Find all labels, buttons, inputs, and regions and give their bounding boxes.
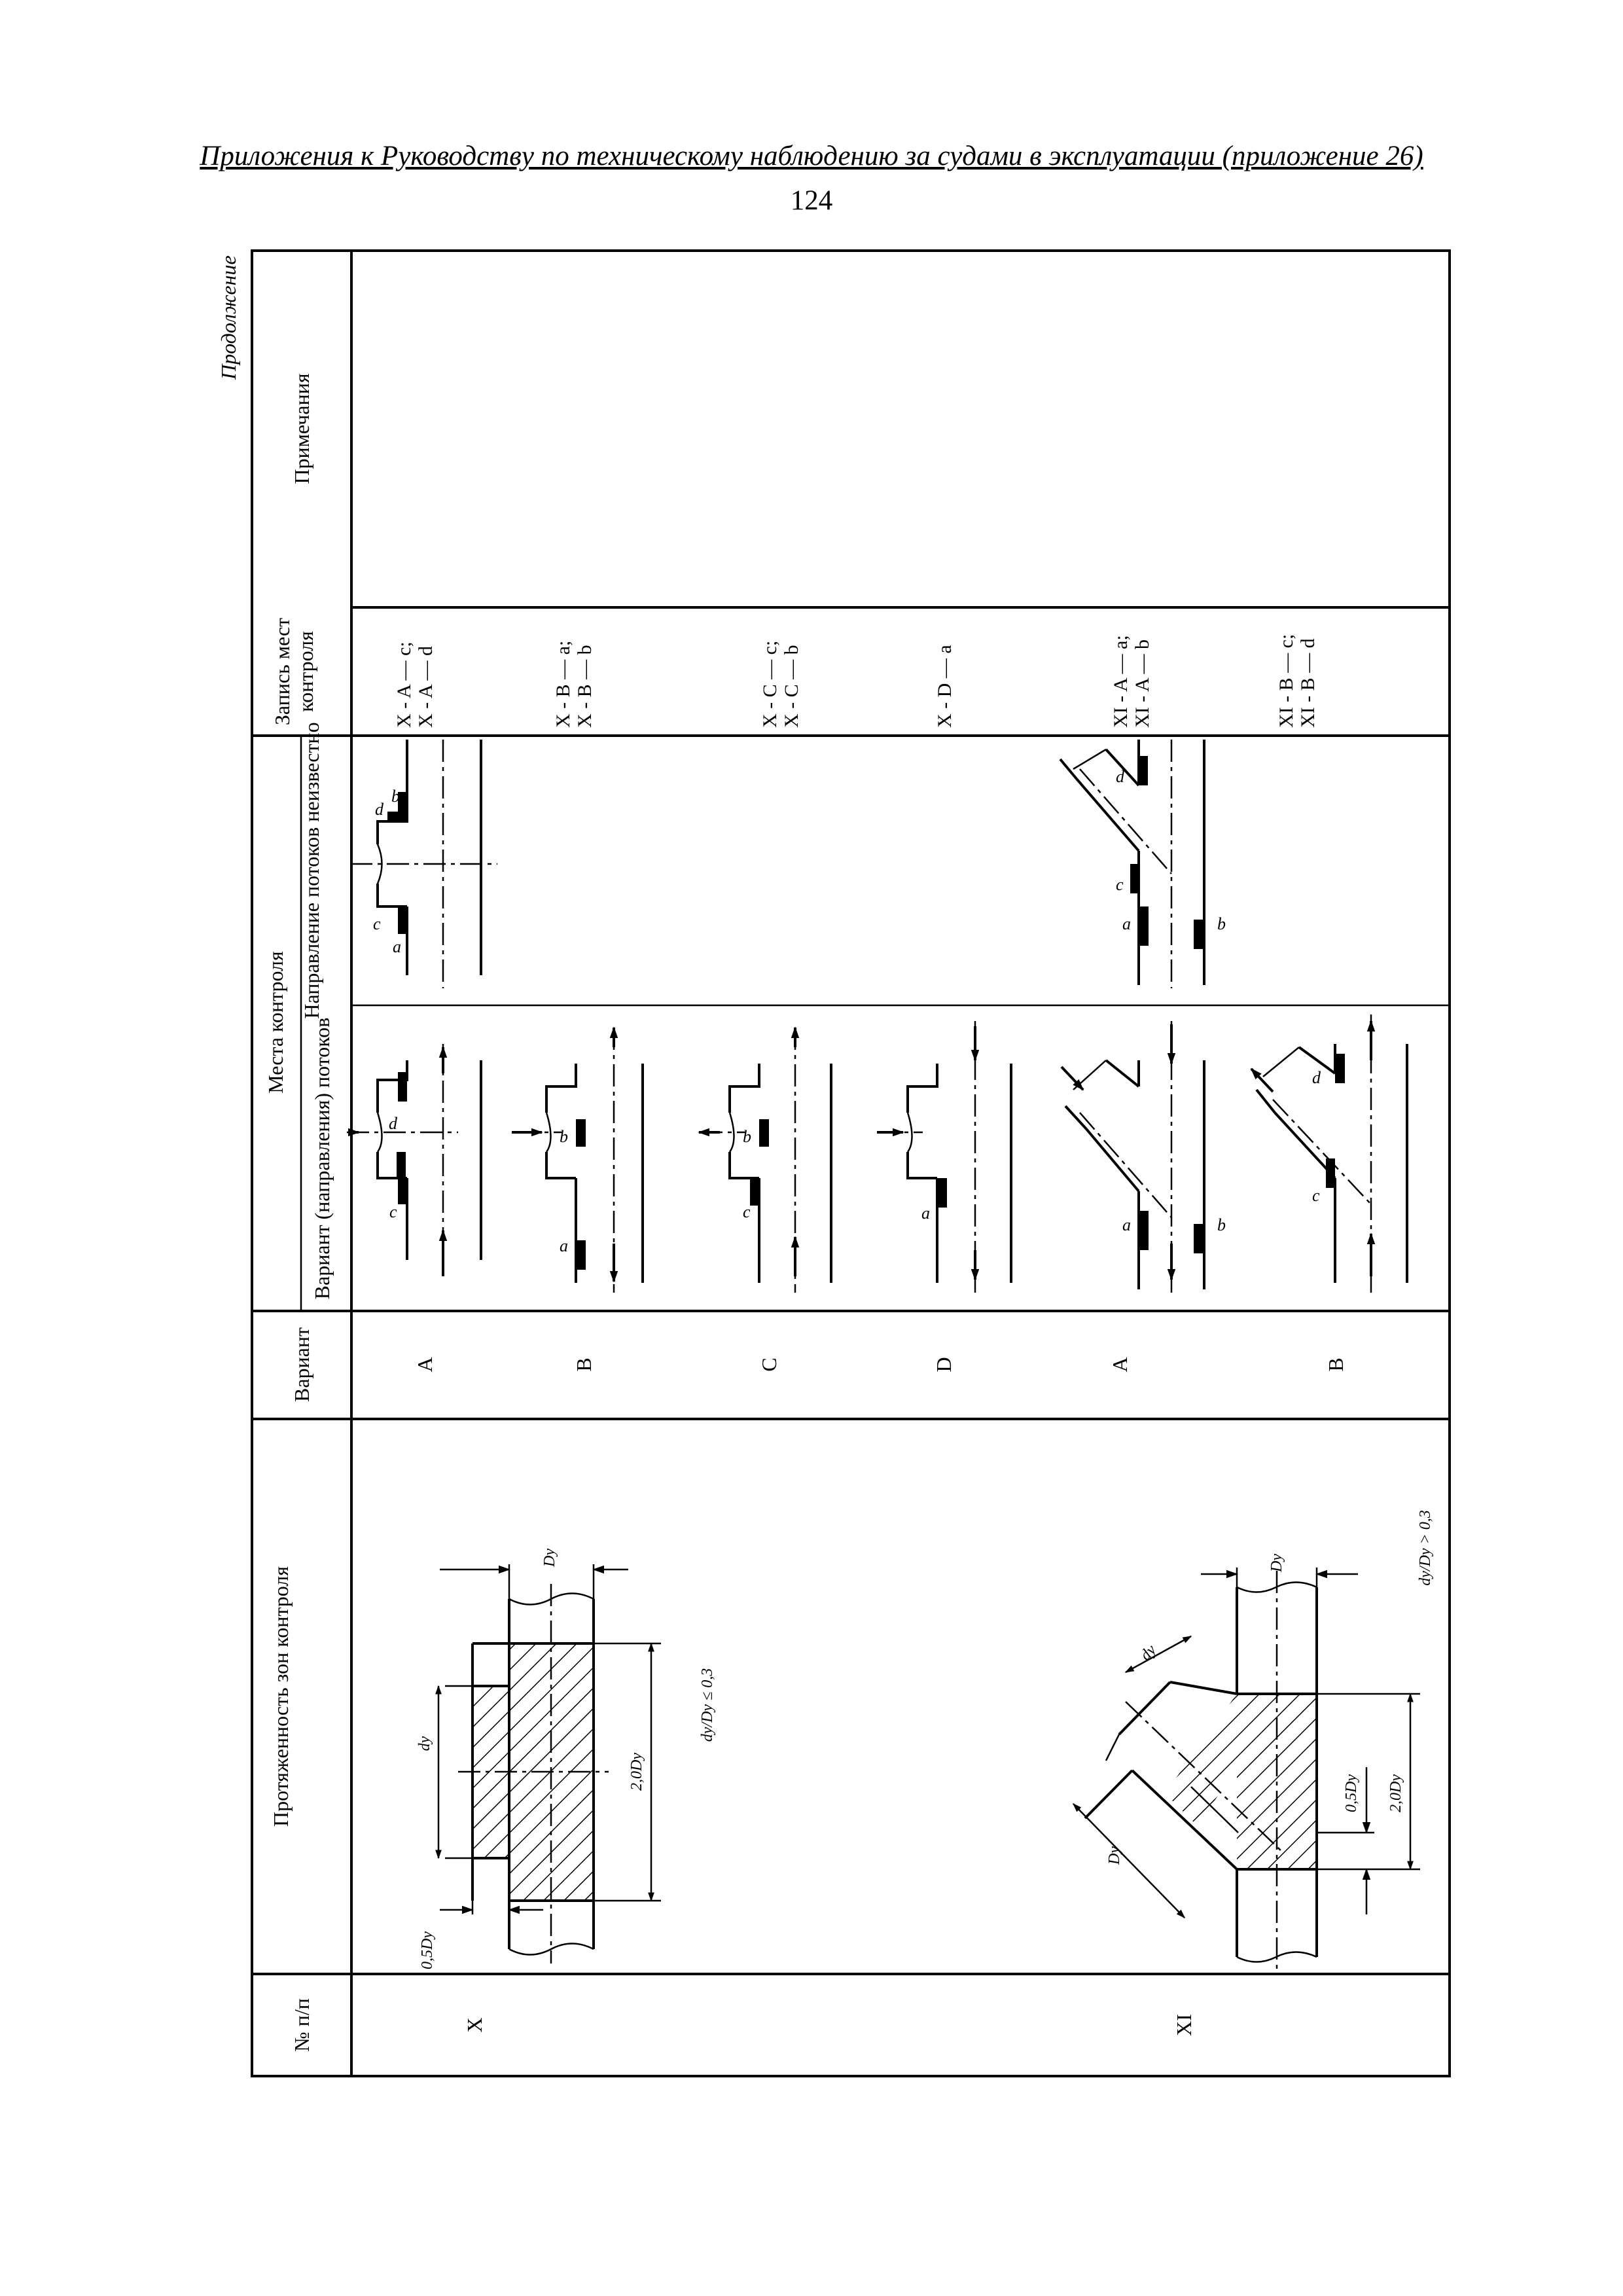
dim-x-big-d: Dу (541, 1549, 558, 1568)
zone-drawing-x: dу 2,0Dу Dу 0,5Dу dу/Dу ≤ 0,3 (416, 1549, 716, 1969)
unknown-flow-diagram-x: a c d b (350, 740, 497, 988)
label-c: c (1312, 1186, 1320, 1205)
record-x-a-1: X - A — c; (393, 641, 415, 728)
dim-x-half-d: 0,5Dу (419, 1931, 436, 1969)
variant-x-d: D (932, 1357, 955, 1372)
dim-xi-big-d-branch: Dу (1106, 1846, 1123, 1865)
ratio-xi: dу/Dу > 0,3 (1417, 1510, 1434, 1586)
record-xi-b-1: XI - B — c; (1275, 634, 1297, 728)
variant-xi-b: B (1324, 1357, 1347, 1371)
flow-diagram-x-b: a b (512, 1026, 644, 1293)
label-b: b (560, 1127, 568, 1146)
flow-diagram-xi-b: c d (1250, 1014, 1408, 1293)
dim-xi-half-d: 0,5Dу (1343, 1774, 1360, 1812)
dim-xi-small-d: dу (1137, 1641, 1160, 1664)
unknown-flow-diagram-xi: a c b d (1059, 740, 1226, 988)
flow-diagram-x-c: c b (698, 1026, 832, 1293)
variant-x-c: C (757, 1357, 781, 1371)
row-number-x: X (463, 2017, 486, 2032)
variant-letters: A B C D A B (413, 1357, 1347, 1372)
label-a: a (1122, 1215, 1131, 1234)
flow-diagram-xi-a: a b (1060, 1021, 1226, 1293)
label-c: c (373, 914, 381, 933)
flow-diagram-x-d: a (877, 1021, 1012, 1293)
label-c: c (743, 1202, 751, 1221)
table-grid (251, 249, 1451, 2077)
variant-xi-a: A (1108, 1357, 1132, 1372)
control-records: X - A — c; X - A — d X - B — a; X - B — … (393, 634, 1319, 728)
header-record-line1: Запись мест (270, 618, 294, 725)
dim-xi-big-d: Dу (1268, 1554, 1285, 1573)
header-flow-direction-variant: Вариант (направления) потоков (310, 1018, 334, 1300)
variant-x-b: B (572, 1357, 596, 1371)
record-x-d-1: X - D — a (934, 645, 955, 728)
dim-x-double-d: 2,0Dу (628, 1753, 645, 1791)
header-number: № п/п (290, 1998, 313, 2052)
ratio-x: dу/Dу ≤ 0,3 (699, 1668, 716, 1742)
label-b: b (391, 787, 400, 806)
header-record-line2: контроля (294, 631, 317, 712)
label-d: d (1312, 1068, 1321, 1087)
label-d: d (1116, 767, 1125, 786)
row-number-xi: XI (1172, 2014, 1196, 2036)
header-flow-unknown: Направление потоков неизвестно (300, 722, 323, 1018)
continuation-label: Продолжение (217, 255, 240, 380)
dim-x-small-d: dу (416, 1736, 433, 1751)
dim-xi-double-d: 2,0Dу (1387, 1774, 1404, 1812)
document-header-title: Приложения к Руководству по техническому… (200, 141, 1423, 171)
header-zone-extent: Протяженность зон контроля (269, 1566, 293, 1827)
record-x-c-1: X - C — c; (759, 641, 781, 728)
label-b: b (1217, 1215, 1226, 1234)
record-x-c-2: X - C — b (781, 645, 802, 728)
record-x-a-2: X - A — d (415, 646, 437, 728)
header-notes: Примечания (290, 373, 313, 484)
record-xi-a-1: XI - A — a; (1110, 635, 1132, 728)
label-c: c (389, 1202, 397, 1221)
variant-x-a: A (413, 1357, 437, 1372)
label-a: a (560, 1236, 568, 1255)
label-a: a (921, 1204, 930, 1223)
record-x-b-1: X - B — a; (552, 641, 574, 728)
label-c: c (1116, 875, 1124, 894)
flow-diagram-x-a: c d (347, 1044, 482, 1276)
label-a: a (393, 937, 401, 956)
label-b: b (1217, 914, 1226, 933)
header-variant: Вариант (290, 1327, 313, 1402)
record-xi-a-2: XI - A — b (1132, 639, 1153, 728)
label-a: a (1122, 914, 1131, 933)
label-d: d (375, 800, 384, 819)
label-b: b (743, 1127, 751, 1146)
page-number: 124 (790, 185, 833, 216)
record-x-b-2: X - B — b (574, 645, 596, 728)
record-xi-b-2: XI - B — d (1297, 638, 1319, 728)
label-d: d (389, 1114, 398, 1133)
zone-drawing-xi: 2,0Dу 0,5Dу Dу dу Dу dу/Dу > 0,3 (1073, 1510, 1434, 1971)
header-control-places: Места контроля (264, 951, 287, 1094)
column-headers: № п/п Протяженность зон контроля Вариант… (264, 373, 334, 2052)
